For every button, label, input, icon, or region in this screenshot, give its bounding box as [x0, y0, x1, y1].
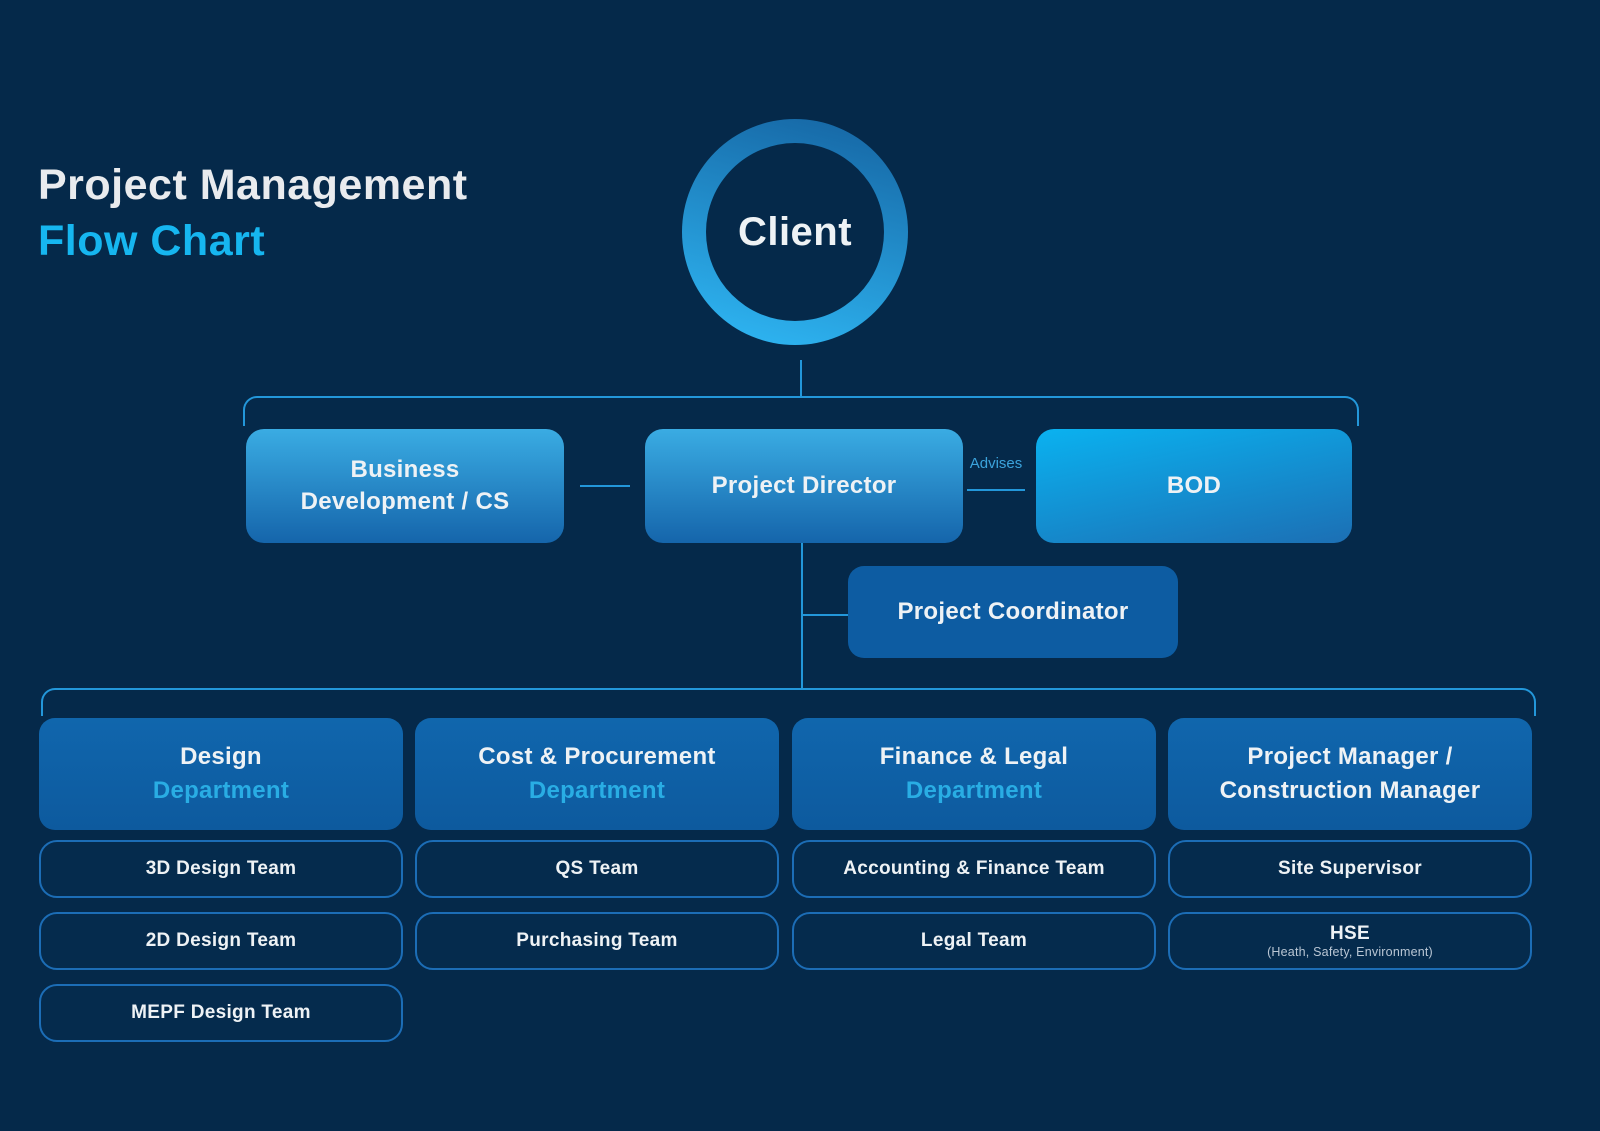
node-bod: BOD [1036, 429, 1352, 543]
node-project-coordinator: Project Coordinator [848, 566, 1178, 658]
node-business-development: Business Development / CS [246, 429, 564, 543]
team-mepf-design-label: MEPF Design Team [131, 1002, 311, 1024]
connector-bracket-departments [41, 688, 1536, 716]
team-accounting-finance-label: Accounting & Finance Team [843, 858, 1105, 880]
page-title: Project Management Flow Chart [38, 158, 468, 270]
dept-project-manager: Project Manager / Construction Manager [1168, 718, 1532, 830]
node-project-director-label: Project Director [711, 471, 897, 499]
team-qs: QS Team [415, 840, 779, 898]
connector-bd-to-director [580, 485, 630, 487]
client-label: Client [737, 209, 853, 254]
connector-coordinator-stub [801, 614, 848, 616]
node-business-development-label: Business Development / CS [300, 455, 510, 515]
client-node-ring: Client [682, 119, 908, 345]
node-project-director: Project Director [645, 429, 963, 543]
team-mepf-design: MEPF Design Team [39, 984, 403, 1042]
team-legal: Legal Team [792, 912, 1156, 970]
connector-director-to-bod [967, 489, 1025, 491]
dept-design-subtitle: Department [152, 777, 290, 804]
dept-finance-legal-title: Finance & Legal [879, 743, 1069, 771]
client-node: Client [706, 143, 884, 321]
dept-cost-procurement-title: Cost & Procurement [478, 743, 716, 771]
dept-finance-legal-subtitle: Department [905, 777, 1043, 804]
page-title-line2: Flow Chart [38, 216, 266, 265]
advises-label: Advises [969, 455, 1023, 472]
team-2d-design: 2D Design Team [39, 912, 403, 970]
dept-cost-procurement-subtitle: Department [528, 777, 666, 804]
dept-project-manager-subtitle: Construction Manager [1219, 777, 1481, 804]
team-legal-label: Legal Team [920, 930, 1028, 952]
dept-design: Design Department [39, 718, 403, 830]
dept-design-title: Design [180, 743, 262, 771]
connector-client-stub [800, 360, 802, 396]
node-project-coordinator-label: Project Coordinator [897, 598, 1129, 625]
team-purchasing: Purchasing Team [415, 912, 779, 970]
team-hse-title: HSE [1330, 922, 1370, 944]
dept-project-manager-title: Project Manager / [1247, 743, 1453, 771]
team-purchasing-label: Purchasing Team [516, 930, 678, 952]
connector-bracket-level2 [243, 396, 1359, 426]
dept-cost-procurement: Cost & Procurement Department [415, 718, 779, 830]
team-site-supervisor-label: Site Supervisor [1278, 858, 1422, 880]
node-bod-label: BOD [1166, 471, 1222, 499]
team-hse: HSE (Heath, Safety, Environment) [1168, 912, 1532, 970]
dept-finance-legal: Finance & Legal Department [792, 718, 1156, 830]
team-3d-design-label: 3D Design Team [145, 858, 297, 880]
team-qs-label: QS Team [555, 858, 639, 880]
team-3d-design: 3D Design Team [39, 840, 403, 898]
team-hse-subtitle: (Heath, Safety, Environment) [1267, 944, 1433, 959]
team-2d-design-label: 2D Design Team [145, 930, 297, 952]
team-accounting-finance: Accounting & Finance Team [792, 840, 1156, 898]
team-site-supervisor: Site Supervisor [1168, 840, 1532, 898]
page-title-line1: Project Management [38, 161, 468, 209]
